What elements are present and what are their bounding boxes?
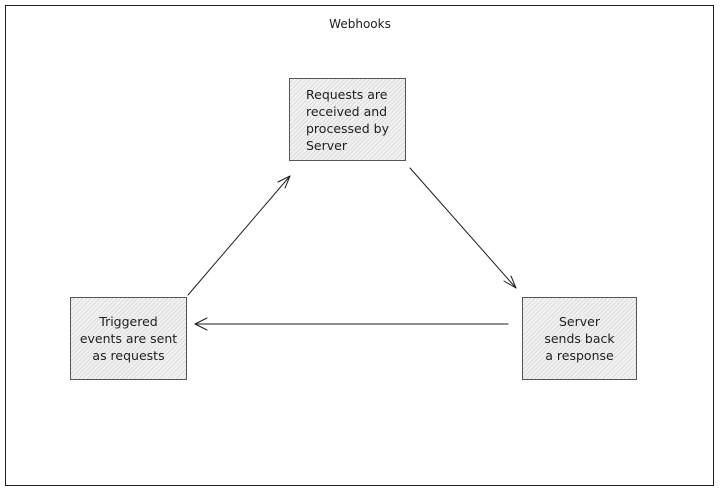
node-label: Requests are received and processed by S…	[306, 86, 389, 153]
node-label: Server sends back a response	[544, 314, 615, 363]
arrow-server-to-response	[409, 167, 517, 289]
diagram-frame	[5, 5, 714, 486]
node-server-response[interactable]: Server sends back a response	[522, 297, 637, 380]
node-server[interactable]: Requests are received and processed by S…	[289, 78, 406, 161]
arrow-response-to-events	[194, 317, 509, 331]
node-label: Triggered events are sent as requests	[79, 314, 178, 363]
diagram-title: Webhooks	[329, 17, 391, 31]
arrow-events-to-server	[187, 175, 291, 296]
node-triggered-events[interactable]: Triggered events are sent as requests	[70, 297, 187, 380]
